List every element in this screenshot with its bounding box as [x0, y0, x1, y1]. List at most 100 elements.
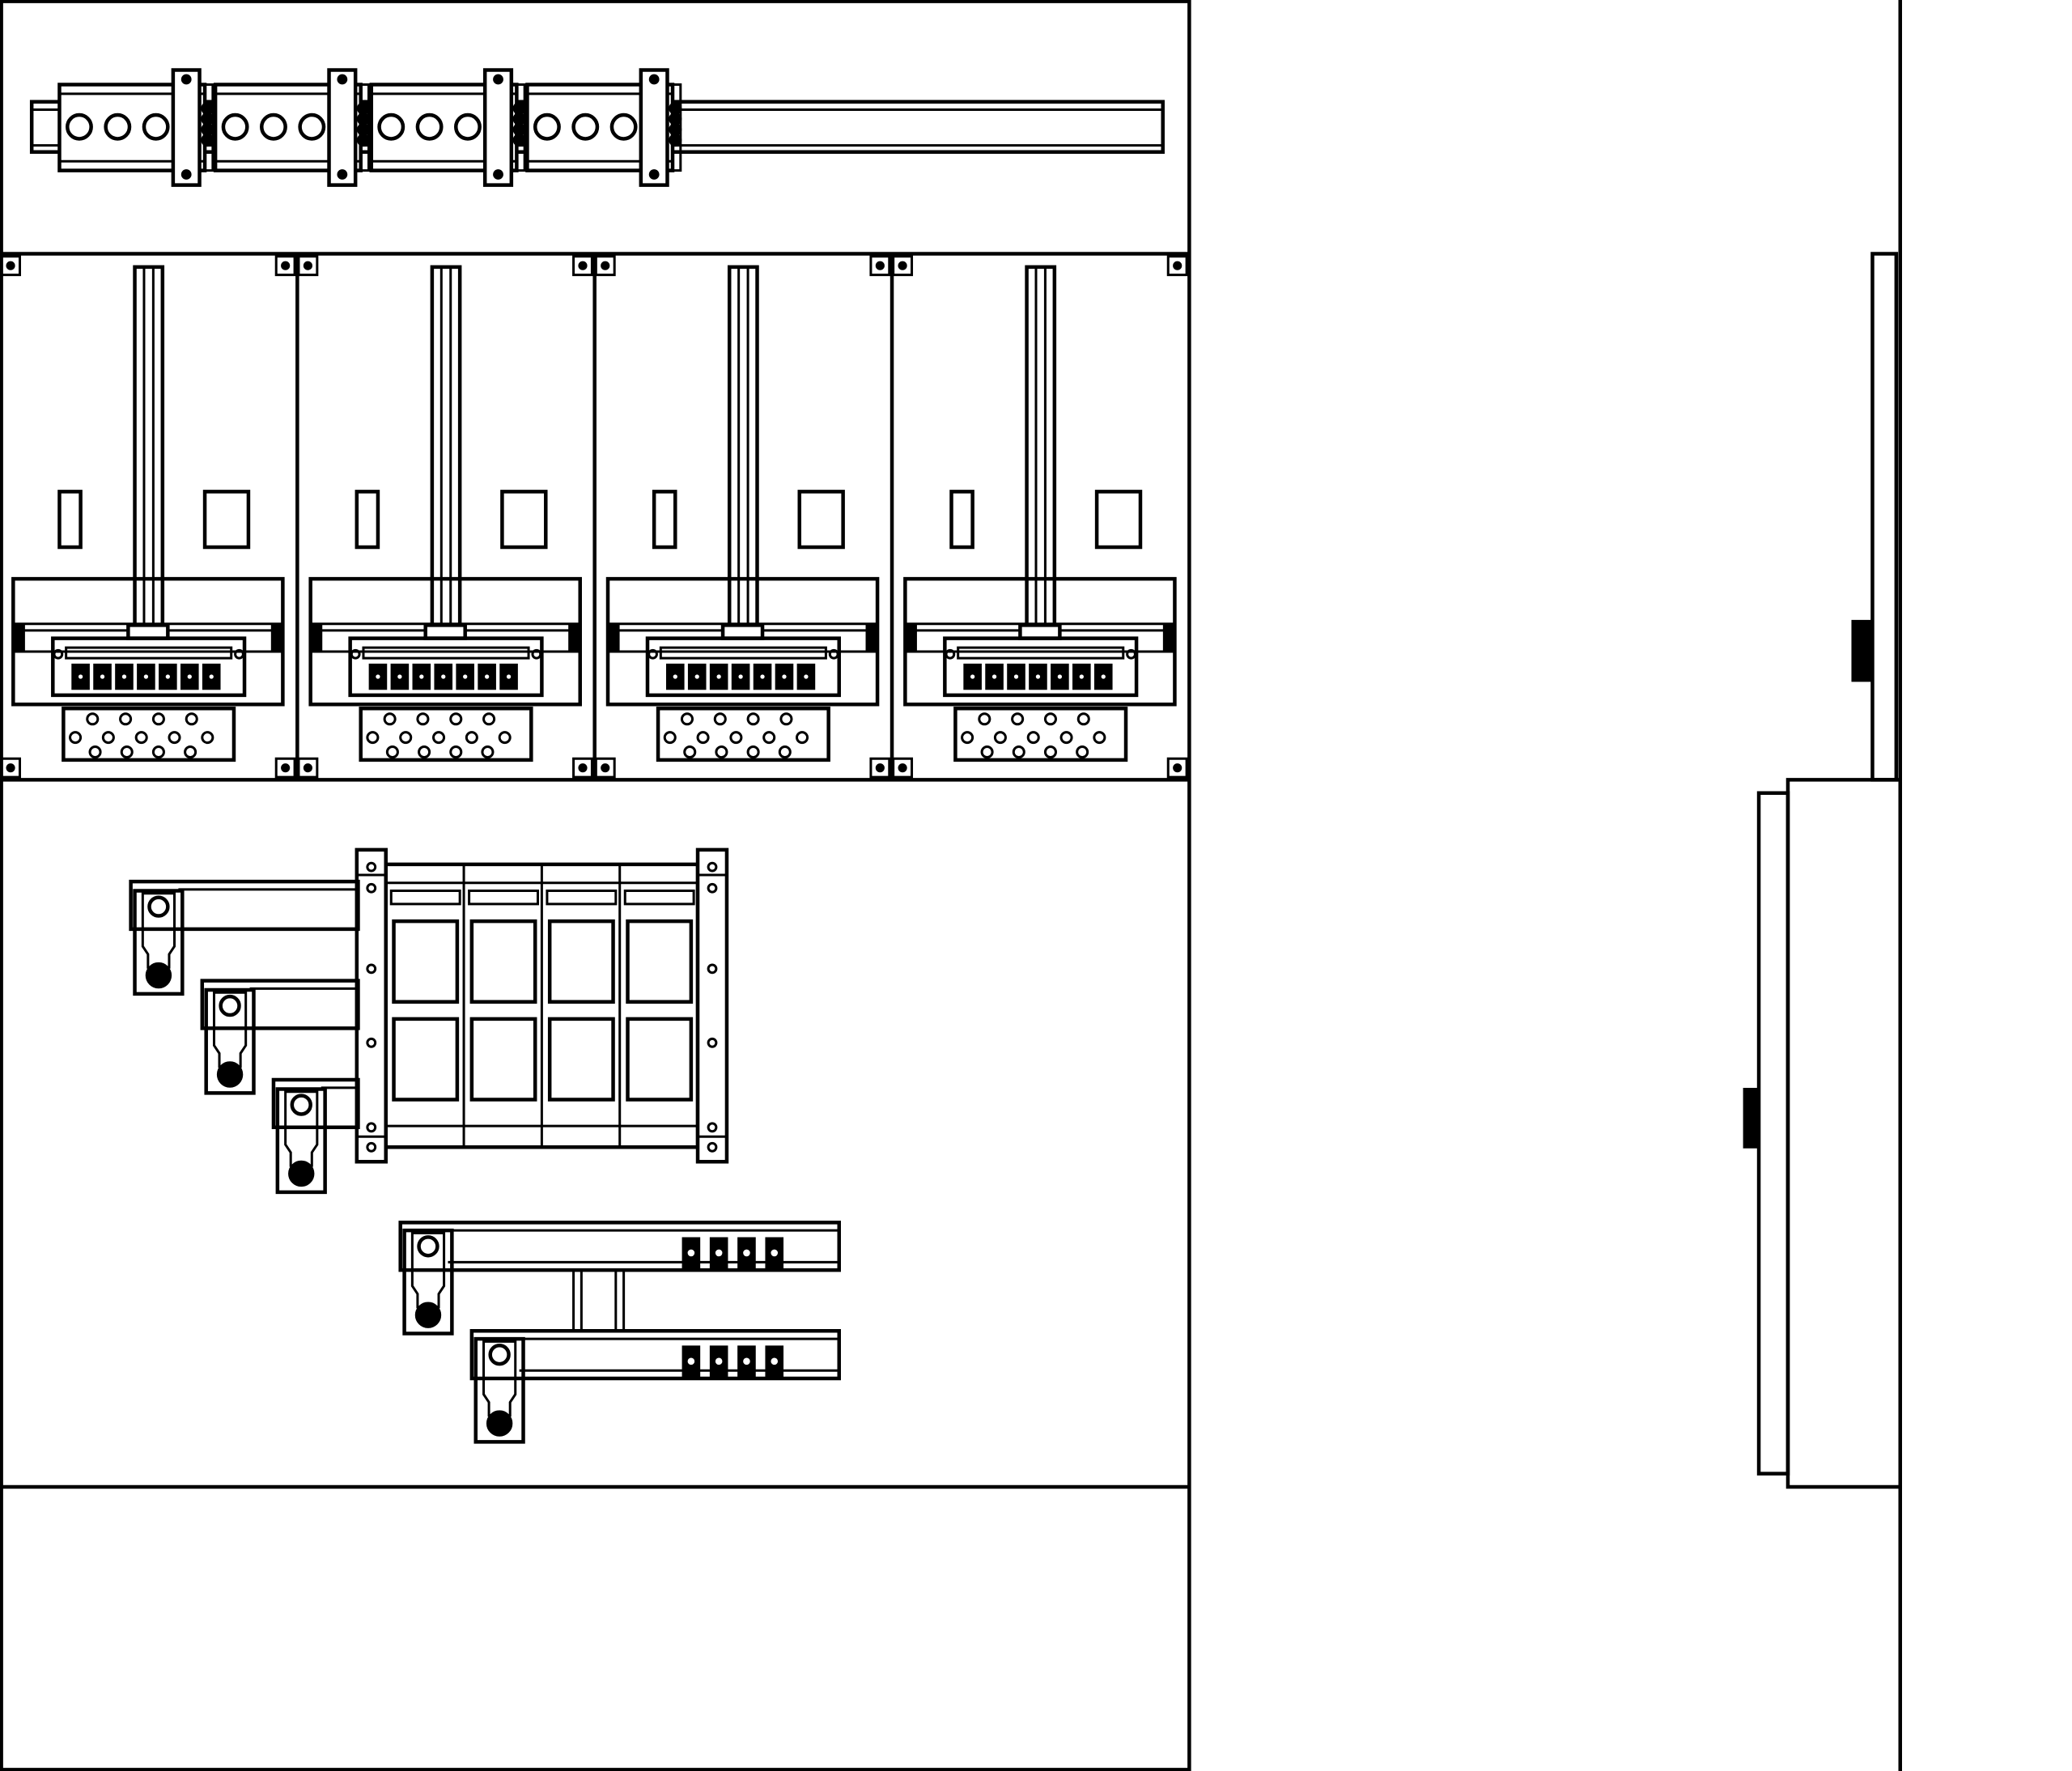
busbar — [472, 1331, 839, 1442]
terminal-screw — [715, 673, 723, 681]
window — [205, 491, 248, 547]
terminal-screw — [99, 673, 107, 681]
terminal-strip-top — [660, 648, 826, 658]
front-view — [0, 2, 1189, 1770]
slot — [952, 491, 973, 547]
terminal-screw — [456, 115, 479, 138]
lug-hole — [149, 898, 168, 916]
terminal-group — [215, 70, 368, 185]
rail-screw — [708, 863, 716, 871]
terminal-group — [59, 70, 212, 185]
plate-hole — [685, 747, 695, 758]
end-clamp — [329, 70, 356, 185]
mounting-bracket — [596, 257, 614, 275]
slot — [654, 491, 675, 547]
bracket-screw — [580, 262, 586, 269]
lug-frame — [206, 990, 254, 1093]
clamp-screw — [338, 75, 346, 83]
contact-dot — [514, 135, 524, 146]
module-window — [628, 1019, 691, 1100]
terminal-strip — [945, 639, 1136, 695]
terminal-screw — [300, 115, 324, 138]
plate-hole — [169, 733, 180, 743]
terminal-screw — [802, 673, 810, 681]
clamp-screw — [338, 171, 346, 179]
bracket-screw — [602, 765, 609, 771]
clamp-screw — [741, 1356, 752, 1366]
plate-hole — [748, 714, 758, 724]
contact-dot — [514, 103, 524, 113]
cable-lug — [278, 1089, 325, 1191]
module-window — [472, 1019, 535, 1100]
neutral-plate — [63, 708, 234, 760]
plate-hole — [136, 733, 146, 743]
terminal-screw — [1013, 673, 1021, 681]
end-clamp — [173, 70, 200, 185]
busbar-link — [616, 1270, 624, 1331]
end-clamp — [641, 70, 668, 185]
terminal-strip — [53, 639, 244, 695]
side-view — [1744, 0, 1900, 1771]
mounting-bracket — [299, 257, 317, 275]
plate-hole — [87, 714, 98, 724]
neutral-plate — [955, 708, 1126, 760]
latch — [570, 625, 578, 652]
strip-screw — [236, 650, 244, 658]
terminal-screw — [261, 115, 285, 138]
strip-screw — [946, 650, 954, 658]
terminal-screw — [1034, 673, 1042, 681]
plate-hole — [90, 747, 100, 758]
rail-screw — [367, 1038, 376, 1047]
contact-dot — [670, 113, 681, 124]
lug-body — [412, 1233, 444, 1306]
bracket-screw — [877, 262, 883, 269]
plate-hole — [982, 747, 992, 758]
clamp-screw — [686, 1247, 696, 1258]
lower-handle — [1744, 1089, 1759, 1147]
cabinet-frame — [2, 2, 1190, 1770]
plate-hole — [384, 714, 395, 724]
rail-screw — [367, 863, 376, 871]
meter-rail — [135, 267, 163, 628]
end-clamp — [485, 70, 512, 185]
contact-dot — [358, 103, 368, 113]
lug-body — [286, 1092, 317, 1166]
busbar-link — [574, 1270, 582, 1331]
lug-body — [484, 1341, 516, 1415]
plate-hole — [434, 733, 444, 743]
latch — [313, 625, 321, 652]
meter-base — [311, 579, 580, 704]
side-rail — [357, 850, 386, 1162]
plate-hole — [1077, 747, 1088, 758]
terminal-screw — [1055, 673, 1064, 681]
plate-hole — [121, 747, 132, 758]
lower-door — [1788, 779, 1900, 1487]
latch — [1164, 625, 1172, 652]
slot — [357, 491, 378, 547]
terminal-screw — [574, 115, 597, 138]
meter-base — [608, 579, 877, 704]
mounting-bracket — [276, 257, 295, 275]
busbar-bar — [274, 1080, 358, 1128]
clamp-screw — [182, 75, 190, 83]
terminal-screw — [758, 673, 766, 681]
busbar — [401, 1222, 839, 1333]
plate-hole — [401, 733, 411, 743]
rail-screw — [367, 1123, 376, 1132]
terminal-screw — [535, 115, 558, 138]
lug-bolt — [290, 1162, 313, 1185]
neutral-plate — [658, 708, 829, 760]
plate-hole — [451, 714, 461, 724]
bracket-screw — [282, 765, 289, 771]
meter-rail — [729, 267, 757, 628]
bracket-screw — [7, 262, 14, 269]
plate-hole — [482, 747, 493, 758]
clamp-screw — [769, 1247, 779, 1258]
mounting-bracket — [894, 257, 912, 275]
plate-hole — [367, 733, 378, 743]
contact-dot — [670, 124, 681, 134]
mounting-bracket — [596, 758, 614, 777]
terminal-strip-top — [363, 648, 529, 658]
plate-hole — [451, 747, 461, 758]
bracket-screw — [1174, 262, 1181, 269]
